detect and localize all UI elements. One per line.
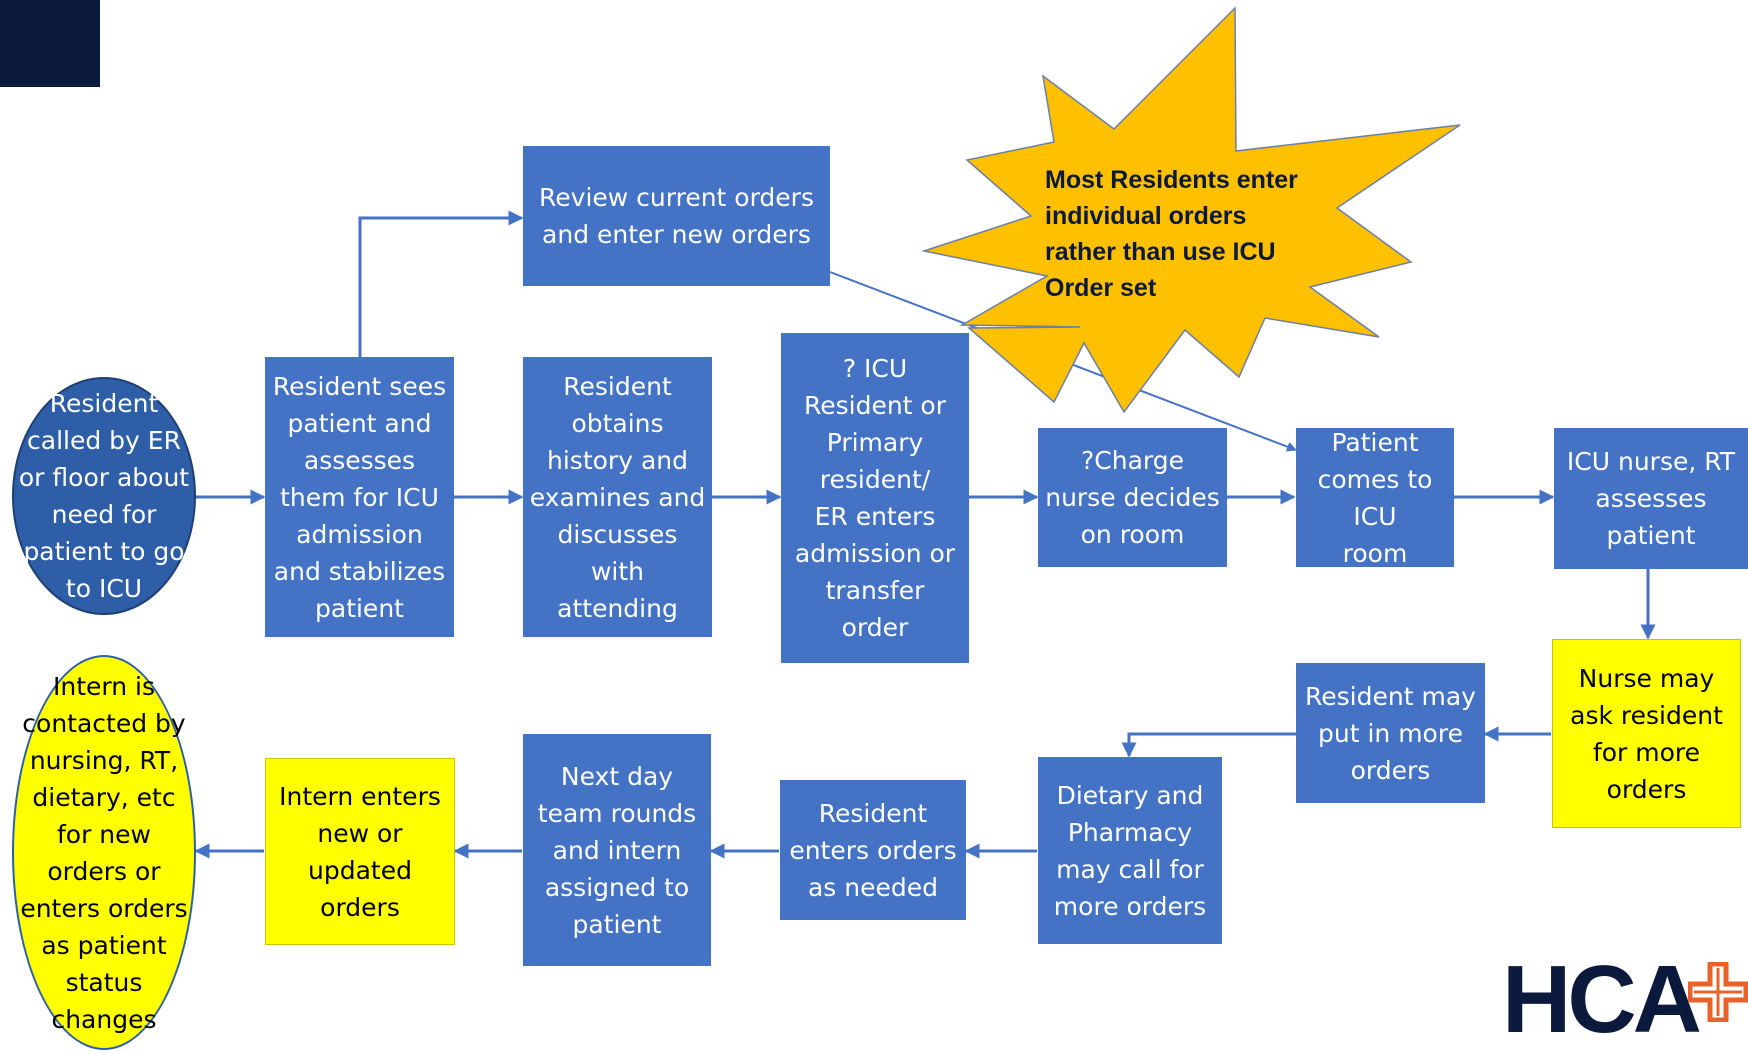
box-comes: Patient comes to ICU room: [1296, 428, 1454, 568]
box-intern-enters: Intern enters new or updated orders: [265, 758, 455, 945]
arrow-sees-to-review: [358, 210, 524, 357]
box-review: Review current orders and enter new orde…: [523, 146, 830, 286]
box-assesses: ICU nurse, RT assesses patient: [1554, 428, 1748, 569]
callout-text: Most Residents enter individual orders r…: [1045, 166, 1298, 302]
corner-block: [0, 0, 100, 87]
box-put-more: Resident may put in more orders: [1296, 663, 1485, 803]
callout-starburst-shape: [921, 6, 1461, 414]
box-enters-needed: Resident enters orders as needed: [780, 780, 966, 920]
box-dietary: Dietary and Pharmacy may call for more o…: [1038, 757, 1222, 944]
box-obtains: Resident obtains history and examines an…: [523, 357, 712, 637]
hca-logo: HCA: [1502, 946, 1702, 1053]
arrow-put-more-to-dietary: [1121, 732, 1296, 758]
box-charge: ?Charge nurse decides on room: [1038, 428, 1227, 567]
box-icu-order: ? ICU Resident or Primary resident/ ER e…: [781, 333, 969, 663]
box-nurse-ask: Nurse may ask resident for more orders: [1552, 639, 1741, 828]
box-start: Resident called by ER or floor about nee…: [12, 377, 196, 615]
box-next-day: Next day team rounds and intern assigned…: [523, 734, 711, 966]
hca-cross-icon: [1688, 962, 1748, 1022]
box-sees: Resident sees patient and assesses them …: [265, 357, 454, 637]
